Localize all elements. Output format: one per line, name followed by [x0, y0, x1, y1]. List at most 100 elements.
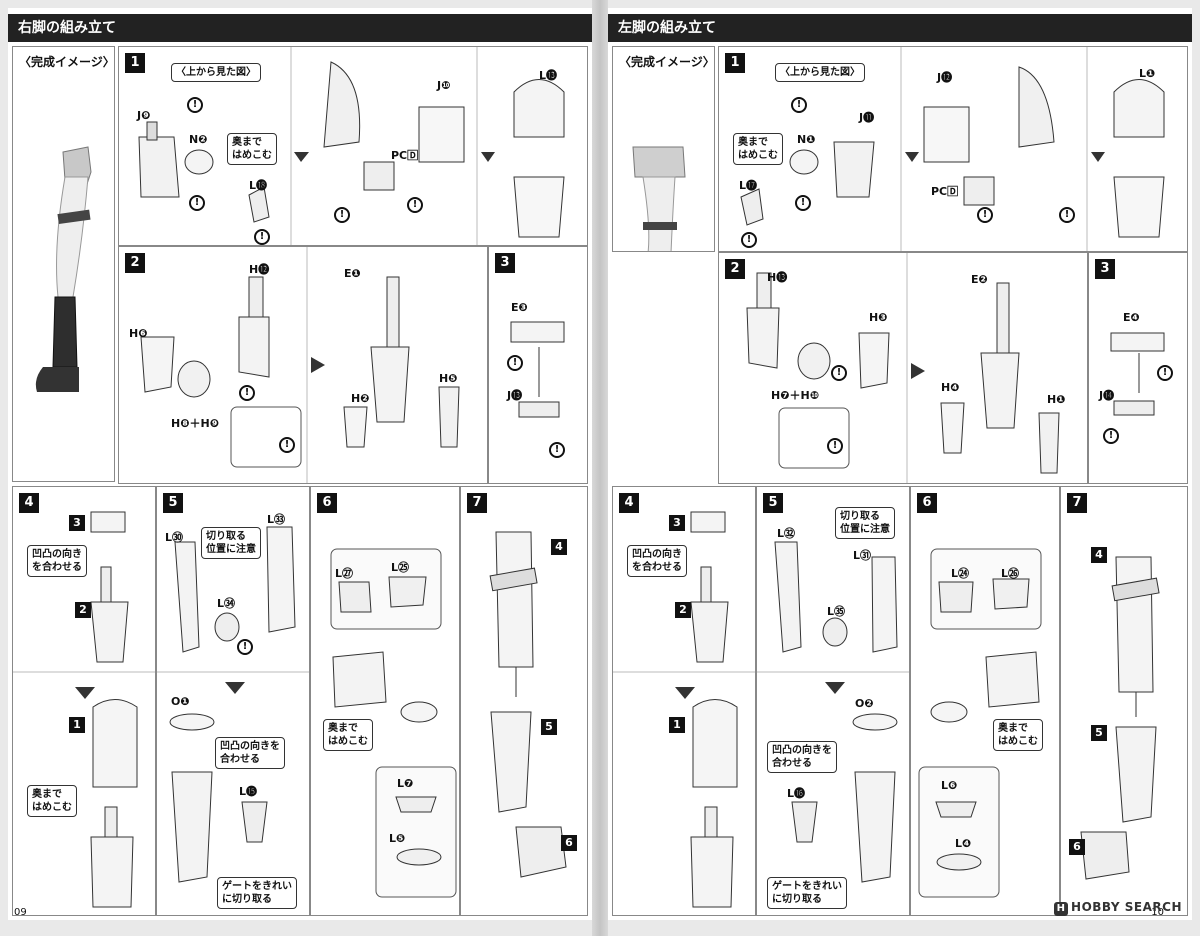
cut-position-note: 切り取る 位置に注意 [201, 527, 261, 559]
page-number: 09 [14, 907, 27, 918]
page-number: 10 [1151, 907, 1164, 918]
part-label: H❺ [439, 372, 458, 385]
step-number: 1 [125, 53, 145, 73]
part-label: L⓯ [239, 785, 258, 798]
part-label: J❿ [437, 79, 451, 92]
part-label: PC🄳 [391, 149, 419, 162]
gate-cut-note: ゲートをきれい に切り取る [217, 877, 297, 909]
step-6-diagram [330, 548, 457, 898]
page-title: 右脚の組み立て [8, 14, 592, 42]
manual-page-right-leg: 右脚の組み立て 〈完成イメージ〉 1 J❾ [8, 8, 592, 920]
align-notch-note: 凹凸の向き を合わせる [27, 545, 87, 577]
step-7-panel: 7 4 5 6 [1060, 486, 1188, 916]
caution-icon: ! [549, 442, 565, 458]
caution-icon: ! [827, 438, 843, 454]
part-label: J❾ [137, 109, 151, 122]
part-label: H❶ [1047, 393, 1066, 406]
leg-photo [35, 146, 92, 392]
part-label: H❹ [941, 381, 960, 394]
step-5-diagram [157, 526, 309, 883]
part-label: L㉜ [777, 527, 796, 540]
insert-fully-note: 奥まで はめこむ [227, 133, 277, 165]
step-1-panel: 1 J⓫ N❶ L⓱ 〈上から見た図〉 奥まで はめこむ J⓬ PC🄳 L❶ !… [718, 46, 1188, 252]
part-label: L❻ [941, 779, 958, 792]
step-ref: 2 [75, 602, 91, 618]
insert-fully-note: 奥まで はめこむ [27, 785, 77, 817]
part-label: H❽＋H❾ [171, 417, 220, 430]
caution-icon: ! [791, 97, 807, 113]
part-label: L㉛ [853, 549, 872, 562]
step-number: 7 [1067, 493, 1087, 513]
part-label: L❼ [397, 777, 414, 790]
step-number: 6 [317, 493, 337, 513]
part-label: L❺ [389, 832, 406, 845]
part-label: J⓫ [859, 111, 875, 124]
completion-image-panel: 〈完成イメージ〉 [12, 46, 115, 482]
part-label: E❸ [511, 301, 528, 314]
part-label: H❻ [129, 327, 148, 340]
step-5-panel: 5 L㉚ L㉝ L㉞ 切り取る 位置に注意 O❶ L⓯ 凹凸の向きを 合わせる … [156, 486, 310, 916]
top-view-note: 〈上から見た図〉 [171, 63, 261, 82]
step-number: 4 [619, 493, 639, 513]
step-5-diagram [757, 541, 909, 883]
part-label: N❶ [797, 133, 816, 146]
part-label: L⓰ [787, 787, 806, 800]
caution-icon: ! [1059, 207, 1075, 223]
part-label: L㉖ [1001, 567, 1020, 580]
caution-icon: ! [507, 355, 523, 371]
part-label: L㉝ [267, 513, 286, 526]
part-label: L㉞ [217, 597, 236, 610]
caution-icon: ! [1157, 365, 1173, 381]
step-ref: 5 [541, 719, 557, 735]
step-2-panel: 2 H⓬ H❻ H❽＋H❾ E❶ H❷ H❺ ! ! [118, 246, 488, 484]
caution-icon: ! [239, 385, 255, 401]
part-label: O❶ [171, 695, 190, 708]
caution-icon: ! [189, 195, 205, 211]
part-label: H❼＋H❿ [771, 389, 820, 402]
caution-icon: ! [237, 639, 253, 655]
step-ref: 6 [561, 835, 577, 851]
part-label: E❷ [971, 273, 988, 286]
part-label: L㉚ [165, 531, 184, 544]
step-number: 1 [725, 53, 745, 73]
part-label: J⓬ [937, 71, 953, 84]
step-3-panel: 3 E❸ J⓭ ! ! [488, 246, 588, 484]
step-4-panel: 4 3 2 凹凸の向き を合わせる 1 奥まで はめこむ [12, 486, 156, 916]
step-1-diagram [138, 47, 565, 245]
part-label: L⓲ [249, 179, 268, 192]
part-label: J⓮ [1099, 389, 1115, 402]
part-label: E❶ [344, 267, 361, 280]
step-2-diagram [746, 253, 1060, 483]
step-ref: 4 [551, 539, 567, 555]
step-ref: 1 [69, 717, 85, 733]
manual-page-left-leg: 左脚の組み立て 〈完成イメージ〉 1 J⓫ N❶ L⓱ 〈上から見た図〉 [608, 8, 1192, 920]
part-label: L㉔ [951, 567, 970, 580]
part-label: H❷ [351, 392, 370, 405]
step-7-diagram [489, 531, 567, 878]
step-number: 4 [19, 493, 39, 513]
step-ref: 3 [669, 515, 685, 531]
caution-icon: ! [279, 437, 295, 453]
step-1-diagram [740, 47, 1165, 251]
gate-cut-note: ゲートをきれい に切り取る [767, 877, 847, 909]
caution-icon: ! [795, 195, 811, 211]
step-4-panel: 4 3 2 凹凸の向き を合わせる 1 [612, 486, 756, 916]
part-label: N❷ [189, 133, 208, 146]
align-notch-note: 凹凸の向き を合わせる [627, 545, 687, 577]
step-ref: 1 [669, 717, 685, 733]
watermark-text: HOBBY SEARCH [1071, 900, 1182, 914]
part-label: L❶ [1139, 67, 1156, 80]
caution-icon: ! [187, 97, 203, 113]
completion-image-panel: 〈完成イメージ〉 [612, 46, 715, 252]
insert-fully-note: 奥まで はめこむ [733, 133, 783, 165]
step-ref: 6 [1069, 839, 1085, 855]
step-3-diagram [1110, 332, 1165, 416]
align-notch-note: 凹凸の向きを 合わせる [767, 741, 837, 773]
step-5-panel: 5 L㉜ L㉛ L㉟ 切り取る 位置に注意 O❷ L⓰ 凹凸の向きを 合わせる … [756, 486, 910, 916]
caution-icon: ! [334, 207, 350, 223]
part-label: L⓱ [739, 179, 758, 192]
part-label: L❹ [955, 837, 972, 850]
step-ref: 3 [69, 515, 85, 531]
step-1-panel: 1 J❾ N❷ L⓲ 〈上から見た図〉 奥まで はめこむ PC🄳 J❿ L⓭ !… [118, 46, 588, 246]
step-number: 5 [763, 493, 783, 513]
